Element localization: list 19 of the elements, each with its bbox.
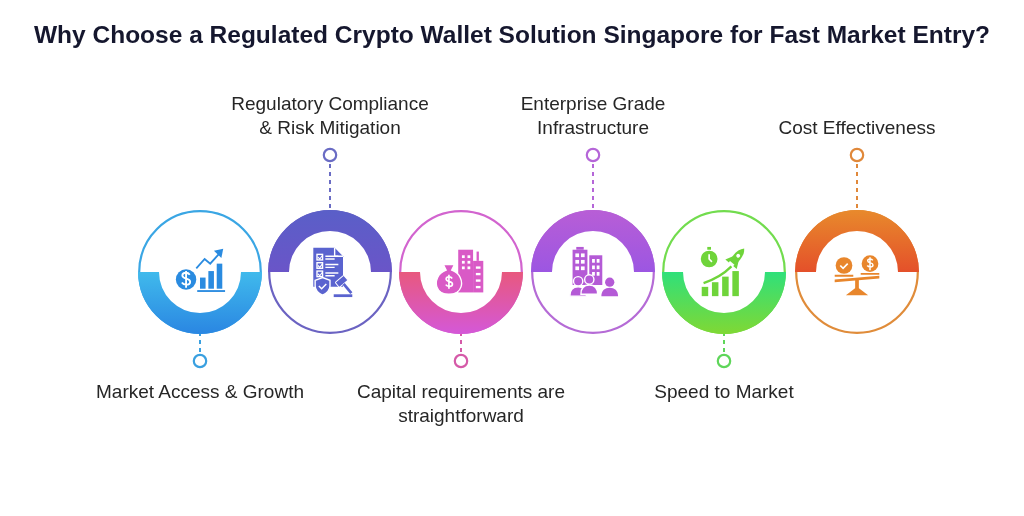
half-ring-circle [399, 210, 523, 334]
leader-line [322, 147, 338, 211]
feature-title: Speed to Market [654, 380, 794, 404]
leader-line [585, 147, 601, 211]
feature-title: Regulatory Compliance & Risk Mitigation [230, 92, 430, 140]
half-ring-circle [268, 210, 392, 334]
feature-title: Enterprise Grade Infrastructure [519, 92, 667, 140]
title: Why Choose a Regulated Crypto Wallet Solution Singapore for Fast Market Entry? [33, 20, 991, 50]
half-ring-circle [795, 210, 919, 334]
leader-line [192, 333, 208, 369]
leader-line [453, 333, 469, 369]
half-ring-circle [531, 210, 655, 334]
half-ring-circle [662, 210, 786, 334]
leader-line [849, 147, 865, 211]
feature-title: Market Access & Growth [96, 380, 304, 404]
leader-line [716, 333, 732, 369]
feature-title: Cost Effectiveness [778, 116, 936, 140]
feature-title: Capital requirements are straightforward [355, 380, 566, 428]
half-ring-circle [138, 210, 262, 334]
